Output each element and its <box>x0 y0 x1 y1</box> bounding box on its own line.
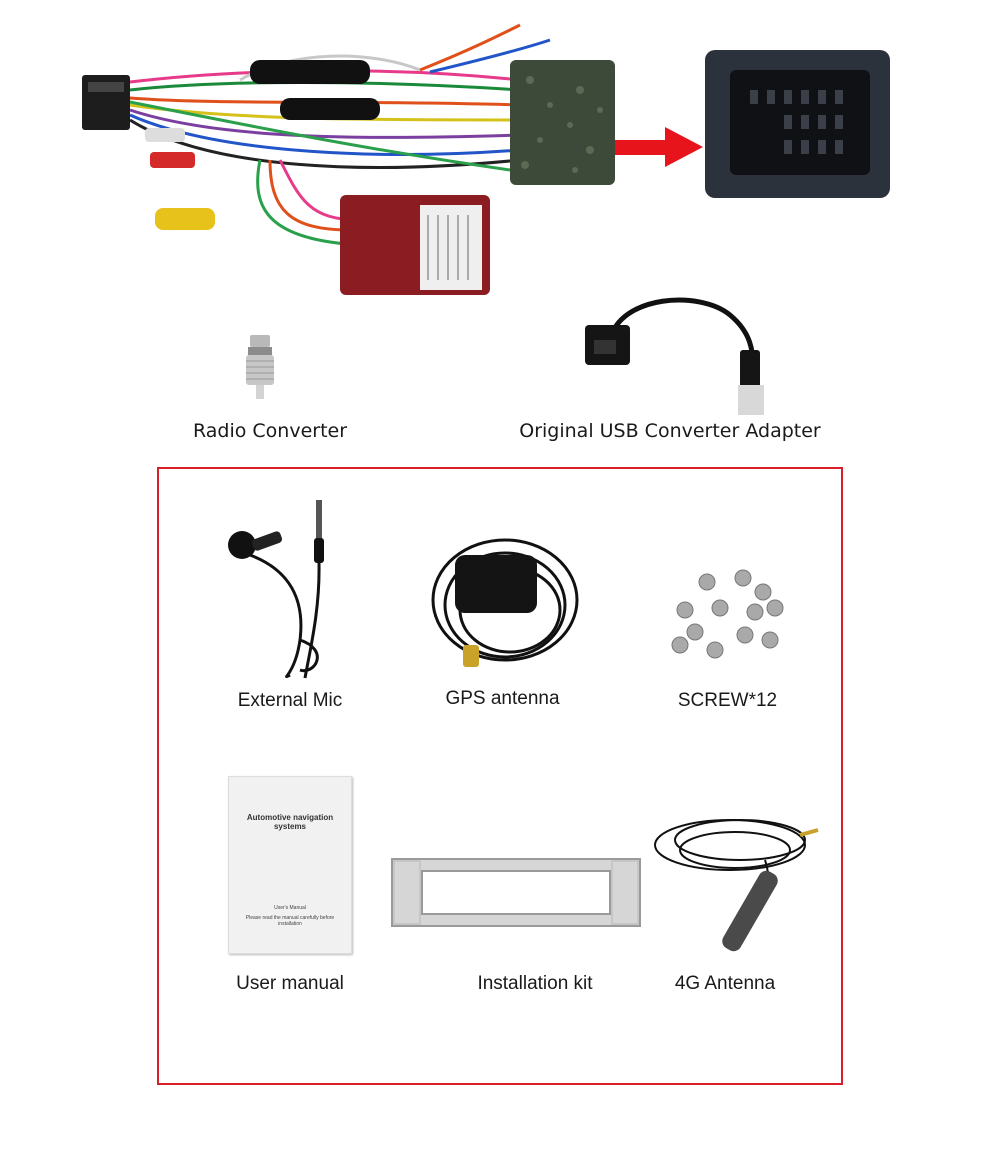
installation-kit-label: Installation kit <box>477 973 593 994</box>
gps-antenna-icon <box>431 538 579 667</box>
manual-note: Please read the manual carefully before … <box>245 915 335 927</box>
accessories-frame <box>157 467 843 1085</box>
connector-image <box>705 50 890 198</box>
user-manual-label: User manual <box>236 973 344 994</box>
radio-converter-label: Radio Converter <box>192 420 348 442</box>
frame-icon <box>391 858 641 927</box>
screws-label: SCREW*12 <box>677 690 778 711</box>
gps-antenna-label: GPS antenna <box>445 688 560 709</box>
4g-antenna-label: 4G Antenna <box>674 973 776 994</box>
manual-subtitle: User's Manual <box>274 905 306 911</box>
external-mic-label: External Mic <box>237 690 343 711</box>
radio-converter-image <box>246 335 274 399</box>
arrow-right-icon <box>615 127 703 167</box>
4g-antenna-icon <box>654 819 819 952</box>
screws-icon <box>671 569 784 659</box>
manual-title: Automotive navigation systems <box>246 813 334 831</box>
usb-adapter-label: Original USB Converter Adapter <box>519 420 821 442</box>
manual-icon: Automotive navigation systems User's Man… <box>228 776 352 954</box>
microphone-icon <box>228 500 324 679</box>
usb-adapter-image <box>585 297 764 415</box>
wiring-harness-image <box>82 23 615 295</box>
